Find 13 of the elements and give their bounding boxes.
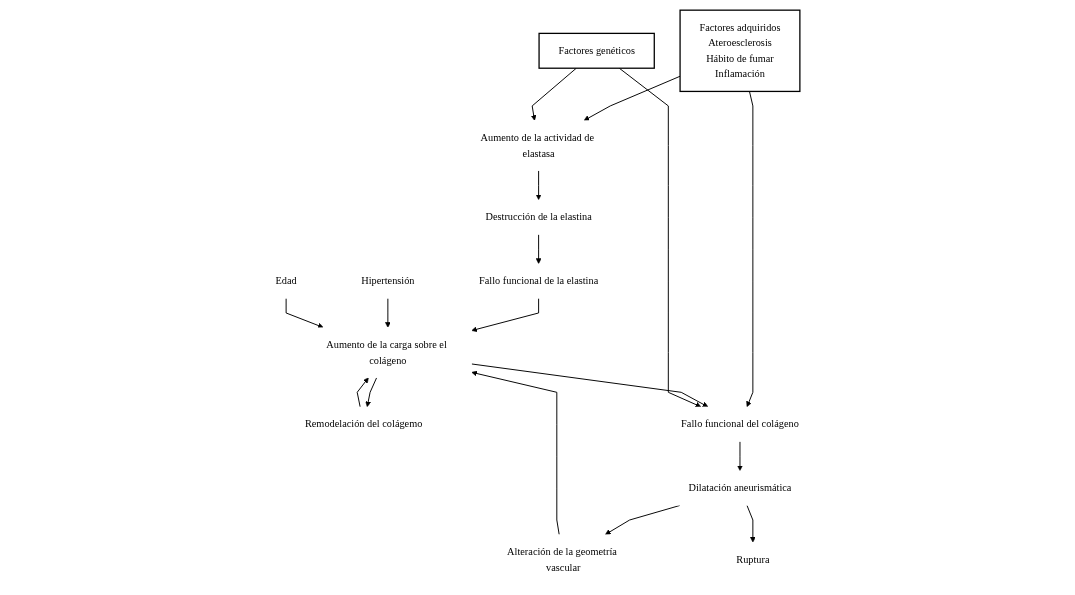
node-text: Ruptura bbox=[736, 553, 770, 565]
node-text: Destrucción de la elastina bbox=[485, 211, 593, 223]
node-text: Edad bbox=[275, 275, 298, 287]
node-text: Remodelación del colágemo bbox=[305, 418, 423, 430]
node-text: Hipertensión bbox=[361, 275, 415, 287]
node-text: Alteración de la geometría vascular bbox=[507, 546, 618, 573]
node-text: Aumento de la actividad de elastasa bbox=[480, 132, 595, 159]
node-text: Fallo funcional del colágeno bbox=[681, 418, 800, 430]
node-box: Factores genéticos bbox=[538, 32, 656, 69]
node-box: Factores adquiridos Ateroesclerosis Hábito de fumar Inflamación bbox=[679, 9, 801, 93]
node-text: Dilatación aneurismática bbox=[688, 482, 792, 494]
node-text: Aumento de la carga sobre el colágeno bbox=[326, 339, 448, 366]
node-text: Fallo funcional de la elastina bbox=[479, 275, 599, 287]
